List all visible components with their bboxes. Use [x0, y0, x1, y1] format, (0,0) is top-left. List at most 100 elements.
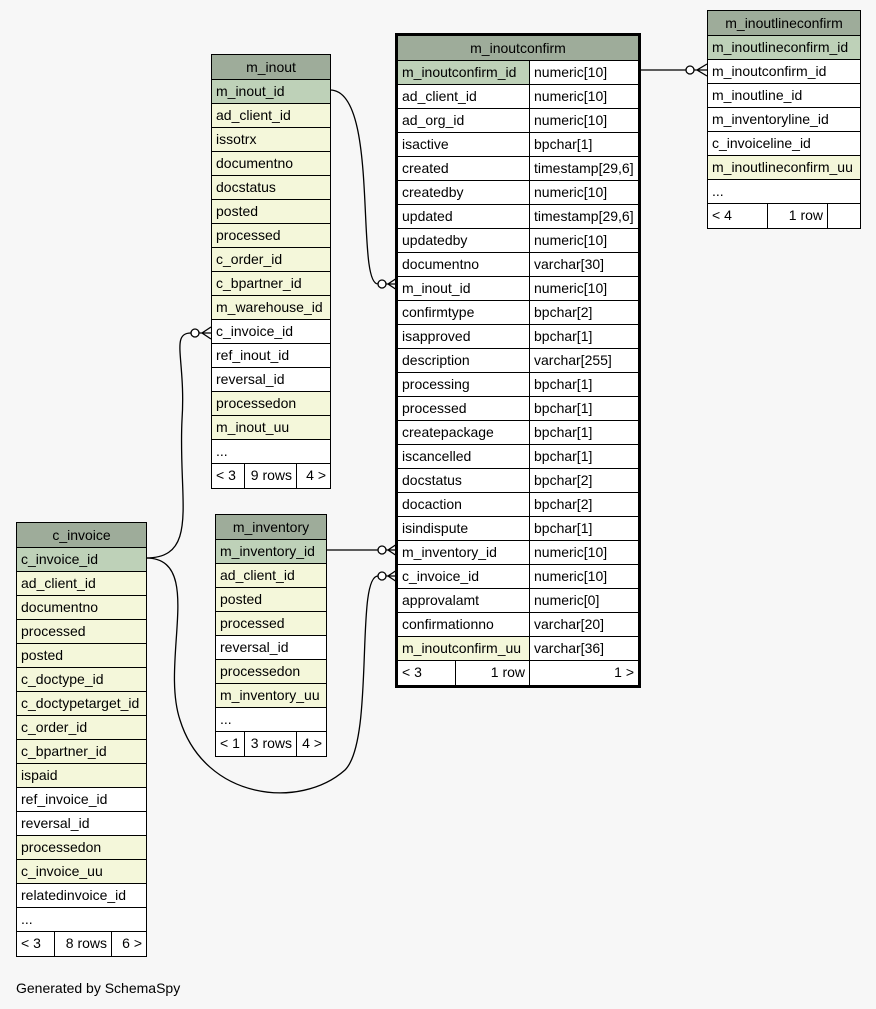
column-row[interactable]: c_order_id — [212, 248, 330, 272]
column-row[interactable]: c_order_id — [17, 716, 146, 740]
column-row[interactable]: ... — [708, 180, 860, 204]
parents-count[interactable]: < 3 — [212, 464, 245, 488]
column-row[interactable]: m_warehouse_id — [212, 296, 330, 320]
column-row[interactable]: ad_client_id — [17, 572, 146, 596]
column-row[interactable]: reversal_id — [17, 812, 146, 836]
table-title[interactable]: c_invoice — [17, 523, 146, 548]
column-row[interactable]: m_inoutline_id — [708, 84, 860, 108]
column-row[interactable]: relatedinvoice_id — [17, 884, 146, 908]
column-row[interactable]: c_invoice_uu — [17, 860, 146, 884]
column-row[interactable]: ... — [17, 908, 146, 932]
column-name: c_doctypetarget_id — [21, 695, 140, 711]
parents-count[interactable]: < 3 — [17, 932, 55, 956]
column-row[interactable]: m_inoutconfirm_id — [708, 60, 860, 84]
column-row[interactable]: m_inventoryline_id — [708, 108, 860, 132]
column-row[interactable]: ... — [216, 708, 326, 732]
children-count[interactable]: 4 > — [302, 735, 322, 751]
children-count[interactable]: 6 > — [122, 935, 142, 951]
column-row[interactable]: m_inout_uu — [212, 416, 330, 440]
column-row[interactable]: documentno — [212, 152, 330, 176]
column-name: docaction — [398, 493, 530, 516]
column-row[interactable]: processedon — [216, 660, 326, 684]
column-name: relatedinvoice_id — [21, 887, 127, 903]
column-row[interactable]: m_inventory_uu — [216, 684, 326, 708]
column-row[interactable]: posted — [17, 644, 146, 668]
column-row[interactable]: documentno — [17, 596, 146, 620]
column-row[interactable]: c_invoiceline_id — [708, 132, 860, 156]
column-row[interactable]: m_inout_id — [212, 80, 330, 104]
column-row[interactable]: posted — [212, 200, 330, 224]
children-count[interactable]: 4 > — [306, 467, 326, 483]
column-name: processedon — [216, 395, 297, 411]
column-row[interactable]: posted — [216, 588, 326, 612]
column-row[interactable]: docstatus — [212, 176, 330, 200]
parents-count[interactable]: < 4 — [708, 204, 768, 228]
table-title[interactable]: m_inoutconfirm — [398, 36, 638, 61]
table-m-inoutlineconfirm[interactable]: m_inoutlineconfirm m_inoutlineconfirm_id… — [707, 10, 861, 229]
column-name: processed — [21, 623, 86, 639]
column-row[interactable]: processed — [212, 224, 330, 248]
table-title[interactable]: m_inoutlineconfirm — [708, 11, 860, 36]
column-row[interactable]: m_inoutlineconfirm_id — [708, 36, 860, 60]
column-name: posted — [216, 203, 259, 219]
column-row[interactable]: reversal_id — [216, 636, 326, 660]
column-row[interactable]: m_inoutlineconfirm_uu — [708, 156, 860, 180]
column-row[interactable]: m_inventory_id — [216, 540, 326, 564]
column-row[interactable]: processedon — [17, 836, 146, 860]
column-row[interactable]: processed — [216, 612, 326, 636]
column-row[interactable]: c_invoice_id — [212, 320, 330, 344]
column-row[interactable]: ad_client_id — [216, 564, 326, 588]
column-row[interactable]: reversal_id — [212, 368, 330, 392]
table-title[interactable]: m_inout — [212, 55, 330, 80]
column-row[interactable]: c_doctypetarget_id — [17, 692, 146, 716]
column-row[interactable]: c_invoice_id — [17, 548, 146, 572]
table-title[interactable]: m_inventory — [216, 515, 326, 540]
column-row[interactable]: ispaid — [17, 764, 146, 788]
column-row[interactable]: processedon — [212, 392, 330, 416]
column-row[interactable]: issotrx — [212, 128, 330, 152]
column-row[interactable]: c_bpartner_id — [17, 740, 146, 764]
parents-count[interactable]: < 1 — [216, 732, 245, 756]
column-row[interactable]: ref_invoice_id — [17, 788, 146, 812]
children-count[interactable]: 1 > — [614, 664, 634, 680]
column-row[interactable]: c_doctype_id — [17, 668, 146, 692]
column-name: c_bpartner_id — [21, 743, 107, 759]
column-row[interactable]: ... — [212, 440, 330, 464]
parents-count[interactable]: < 3 — [398, 661, 456, 685]
column-row[interactable]: c_bpartner_id — [212, 272, 330, 296]
column-row[interactable]: processed — [17, 620, 146, 644]
column-row[interactable]: ref_inout_id — [212, 344, 330, 368]
column-row[interactable]: ad_client_id — [212, 104, 330, 128]
children-count[interactable] — [828, 204, 860, 228]
